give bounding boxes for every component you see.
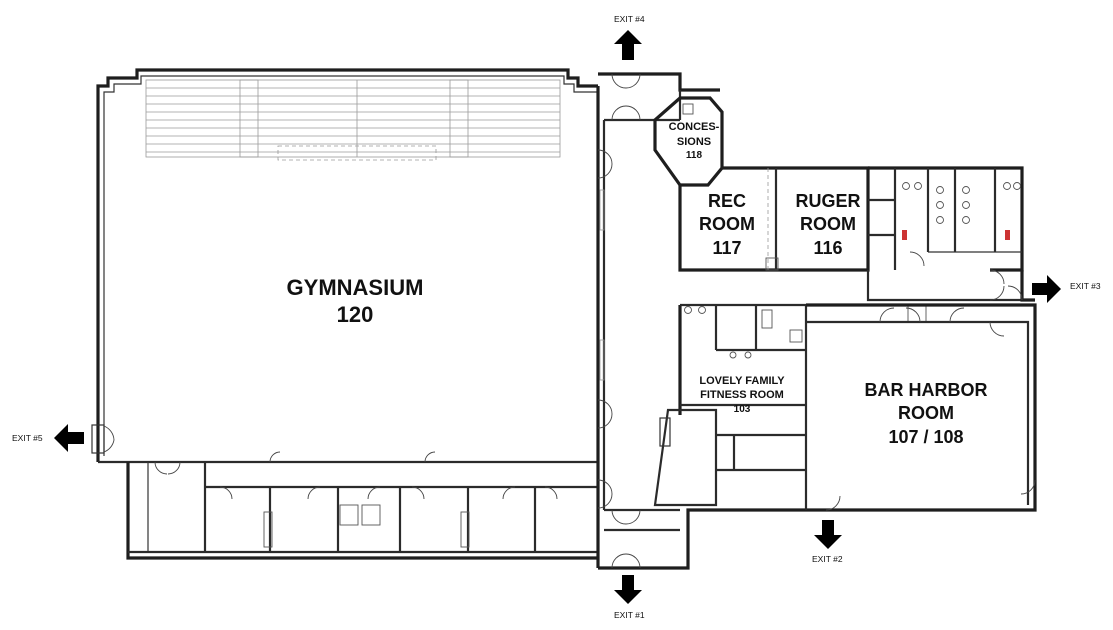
exit-5-label: EXIT #5 — [12, 433, 43, 443]
exit-1-label: EXIT #1 — [614, 610, 645, 620]
exit-3-label: EXIT #3 — [1070, 281, 1101, 291]
bar-harbor-name-line1: BAR HARBOR — [865, 380, 988, 400]
gymnasium-name: GYMNASIUM — [287, 275, 424, 300]
exit-1-marker: EXIT #1 — [614, 575, 645, 620]
exit-5-arrow-icon — [54, 424, 84, 452]
rec-room-name-line1: REC — [708, 191, 746, 211]
exit-4-label: EXIT #4 — [614, 14, 645, 24]
fitness-room-name-line2: FITNESS ROOM — [700, 389, 784, 401]
gymnasium-number: 120 — [337, 302, 374, 327]
bar-harbor-number: 107 / 108 — [888, 427, 963, 447]
exit-3-arrow-icon — [1032, 275, 1061, 303]
fitness-structure — [653, 303, 808, 510]
gymnasium-structure — [91, 68, 598, 464]
exit-5-marker: EXIT #5 — [12, 424, 84, 452]
locker-wing-structure — [126, 461, 598, 560]
rec-room-name-line2: ROOM — [699, 214, 755, 234]
concessions-name-line2: SIONS — [677, 136, 711, 148]
ruger-room-number: 116 — [813, 238, 842, 258]
exit-2-arrow-icon — [814, 520, 842, 549]
fitness-room-number: 103 — [734, 404, 751, 415]
rec-room-number: 117 — [712, 238, 741, 258]
exit-1-arrow-icon — [614, 575, 642, 604]
fitness-room-name-line1: LOVELY FAMILY — [699, 375, 785, 387]
concessions-number: 118 — [686, 150, 703, 161]
ruger-room-name-line1: RUGER — [795, 191, 860, 211]
exit-2-label: EXIT #2 — [812, 554, 843, 564]
bar-harbor-name-line2: ROOM — [898, 403, 954, 423]
corridor-structure — [596, 72, 826, 570]
east-corridor-structure — [866, 251, 1035, 323]
exit-2-marker: EXIT #2 — [812, 520, 843, 564]
exit-4-arrow-icon — [614, 30, 642, 60]
concessions-name-line1: CONCES- — [669, 121, 720, 133]
bar-harbor-structure — [806, 303, 1037, 512]
ruger-room-name-line2: ROOM — [800, 214, 856, 234]
rec-ruger-structure — [678, 166, 1024, 272]
exit-4-marker: EXIT #4 — [614, 14, 645, 60]
exit-3-marker: EXIT #3 — [1032, 275, 1101, 303]
